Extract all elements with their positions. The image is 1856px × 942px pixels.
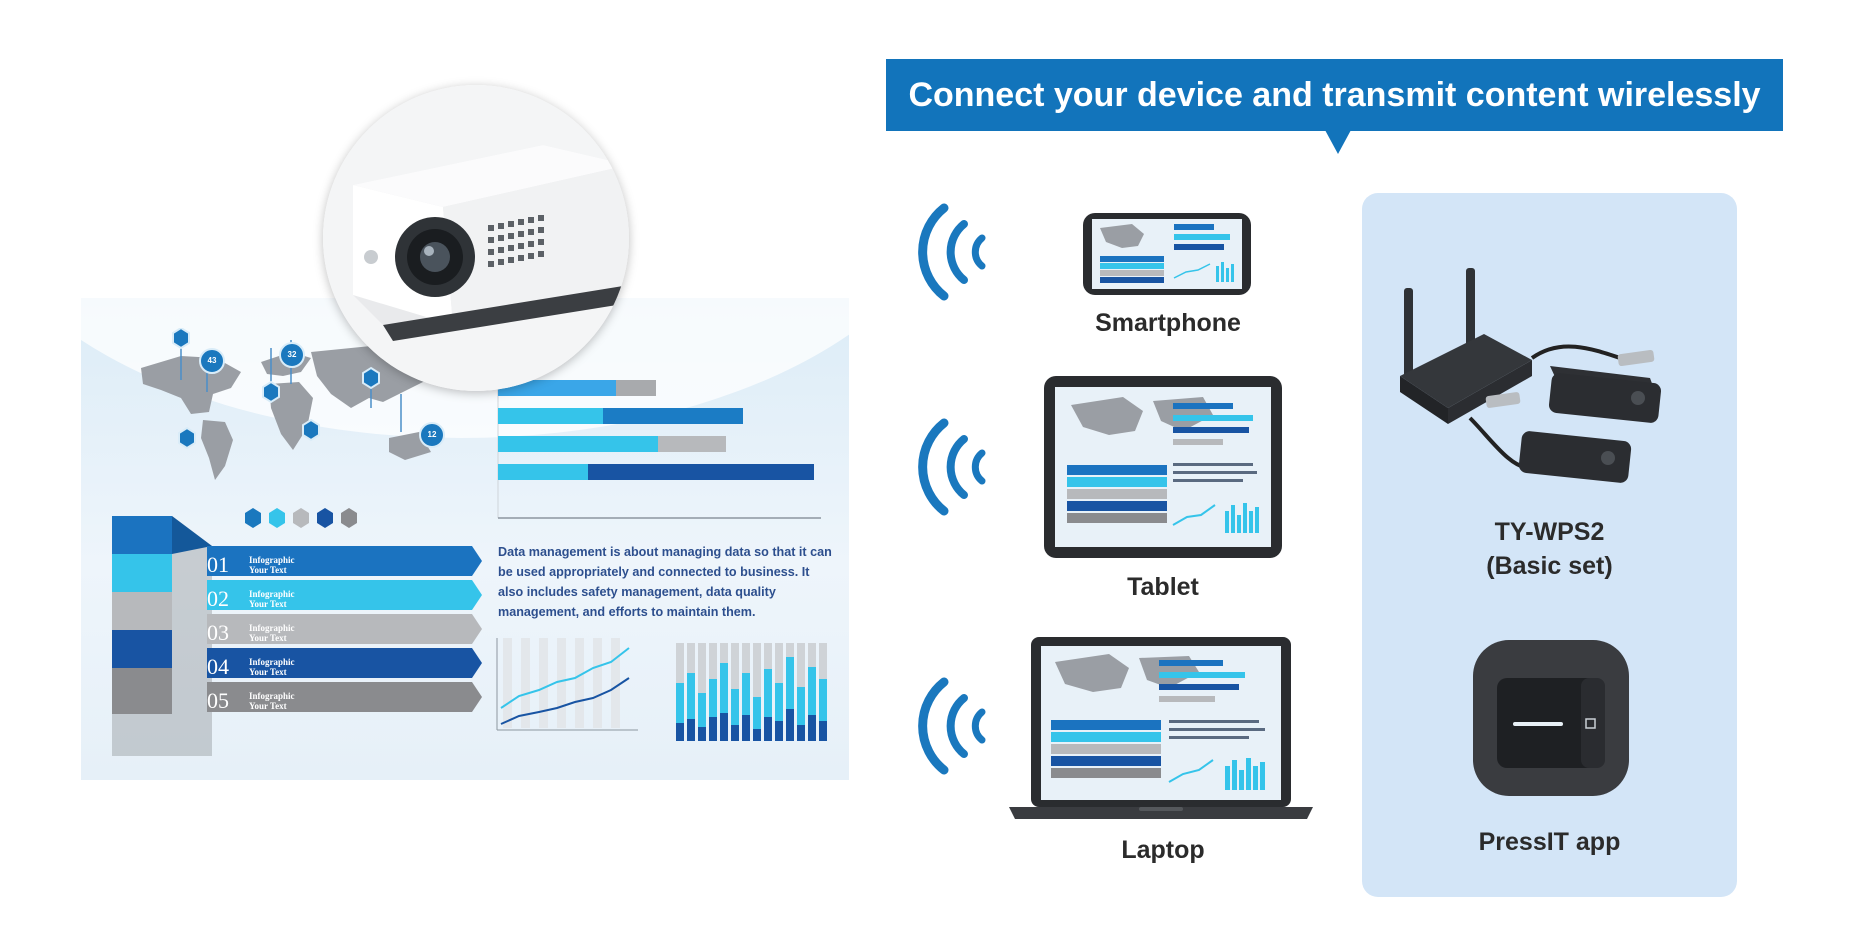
step-label-1: Infographic [249, 623, 295, 633]
map-badge: 43 [199, 348, 225, 374]
map-badge: 12 [419, 422, 445, 448]
receiver-name-line2: (Basic set) [1486, 552, 1613, 580]
step-label-1: Infographic [249, 555, 295, 565]
smartphone-icon [1083, 213, 1251, 295]
step-row: 02 Infographic Your Text [207, 582, 507, 616]
steps-infographic [112, 516, 482, 756]
header-banner [886, 59, 1783, 131]
slide-paragraph: Data management is about managing data s… [498, 545, 832, 619]
line-chart [496, 638, 638, 731]
wifi-icon [918, 418, 986, 516]
step-row: 01 Infographic Your Text [207, 548, 507, 582]
hexagon-row [245, 508, 357, 528]
wifi-icon [918, 203, 986, 301]
step-number: 01 [207, 552, 229, 577]
column-chart [676, 643, 827, 741]
receiver-icon [1400, 268, 1661, 483]
projector-image [323, 85, 629, 391]
wifi-icon [918, 677, 986, 775]
step-number: 04 [207, 654, 229, 679]
map-badge: 32 [279, 342, 305, 368]
step-label-2: Your Text [249, 667, 287, 677]
map-pins [172, 328, 402, 450]
step-row: 04 Infographic Your Text [207, 650, 507, 684]
device-label-tablet: Tablet [1127, 573, 1199, 601]
projector-icon [323, 85, 629, 391]
banner-pointer [1325, 130, 1351, 154]
step-row: 03 Infographic Your Text [207, 616, 507, 650]
step-label-2: Your Text [249, 701, 287, 711]
receiver-name-line1: TY-WPS2 [1494, 518, 1605, 546]
pressit-app-label: PressIT app [1478, 828, 1621, 856]
step-label-2: Your Text [249, 565, 287, 575]
device-label-laptop: Laptop [1121, 836, 1205, 864]
device-label-smartphone: Smartphone [1095, 309, 1241, 337]
laptop-icon [1009, 637, 1313, 819]
bar-chart-3d [497, 298, 821, 519]
step-label-1: Infographic [249, 657, 295, 667]
step-number: 03 [207, 620, 229, 645]
pressit-button-icon[interactable] [1471, 638, 1631, 798]
tablet-icon [1044, 376, 1282, 558]
step-label-1: Infographic [249, 691, 295, 701]
step-label-2: Your Text [249, 599, 287, 609]
step-label-2: Your Text [249, 633, 287, 643]
step-label-1: Infographic [249, 589, 295, 599]
step-number: 02 [207, 586, 229, 611]
header-title: Connect your device and transmit content… [908, 76, 1761, 114]
step-number: 05 [207, 688, 229, 713]
step-row: 05 Infographic Your Text [207, 684, 507, 718]
